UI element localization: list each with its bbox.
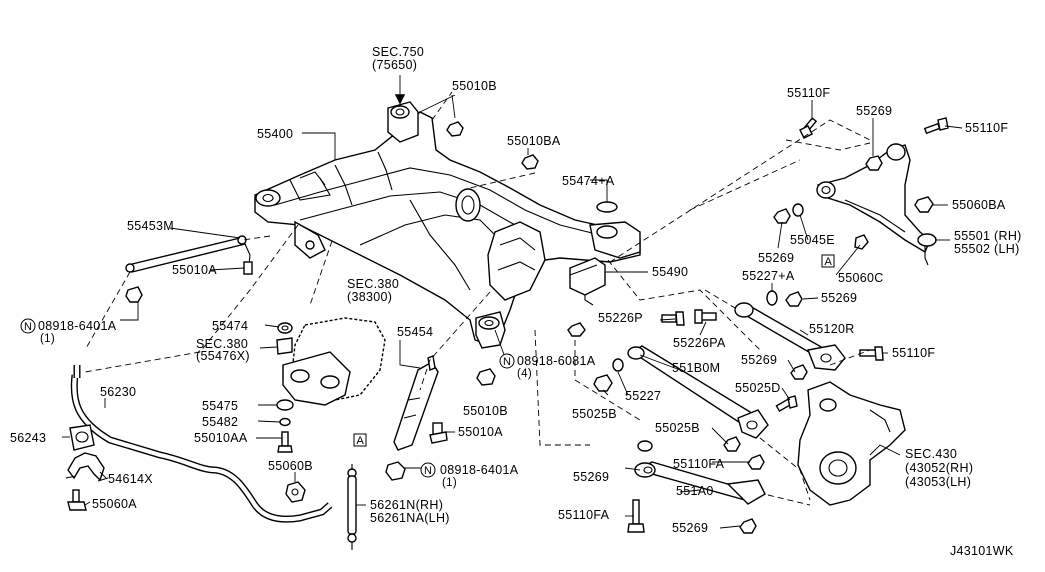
- label-55110F-right: 55110F: [965, 121, 1008, 135]
- label-56261NA: 56261NA(LH): [370, 511, 450, 525]
- label-56261N: 56261N(RH): [370, 498, 443, 512]
- rear-subframe: [254, 101, 641, 349]
- label-55120R: 55120R: [809, 322, 855, 336]
- label-55474: 55474: [212, 319, 248, 333]
- label-55060A: 55060A: [92, 497, 137, 511]
- label-08918-mid: 08918-6081A: [517, 354, 596, 368]
- label-55110FA-mid: 55110FA: [673, 457, 725, 471]
- label-55453M: 55453M: [127, 219, 174, 233]
- label-55060C: 55060C: [838, 271, 884, 285]
- label-sec380-sub: (38300): [347, 290, 392, 304]
- svg-text:A: A: [357, 435, 365, 447]
- stabilizer-link-56261N: [347, 464, 357, 550]
- differential-mount: [276, 317, 386, 453]
- diagram-id: J43101WK: [950, 544, 1014, 558]
- label-08918-bottom: 08918-6401A: [440, 463, 519, 477]
- assembly-dashed-lines: [84, 91, 871, 506]
- upper-arm-55501: [816, 143, 937, 266]
- label-55010A-left: 55010A: [172, 263, 217, 277]
- label-sec380b-sub: (55476X): [196, 349, 250, 363]
- label-55010AA: 55010AA: [194, 431, 248, 445]
- label-sec430-rh: (43052(RH): [905, 461, 973, 475]
- svg-text:A: A: [825, 256, 833, 268]
- stabilizer-bar-56230: [70, 365, 333, 523]
- label-55400: 55400: [257, 127, 293, 141]
- label-sec380: SEC.380: [347, 277, 399, 291]
- label-55025B-left: 55025B: [572, 407, 617, 421]
- label-55226PA: 55226PA: [673, 336, 726, 350]
- link-551B0M: [627, 345, 769, 439]
- label-55269-r3: 55269: [741, 353, 777, 367]
- label-55269-a: 55269: [573, 470, 609, 484]
- bolt-55060A: [67, 489, 87, 511]
- label-08918-bottom-qty: (1): [442, 477, 457, 489]
- part-labels: SEC.750 (75650) 55010B 55400 55010BA 554…: [10, 45, 1022, 558]
- nut-symbol-mid: N: [499, 353, 515, 369]
- bushing-56243: [69, 424, 95, 451]
- label-08918-left-qty: (1): [40, 333, 55, 345]
- reference-box-a-top: A: [821, 254, 835, 268]
- label-sec750: SEC.750: [372, 45, 424, 59]
- label-55045E: 55045E: [790, 233, 835, 247]
- label-55010BA: 55010BA: [507, 134, 561, 148]
- reference-box-a-bottom: A: [353, 433, 367, 447]
- nut-55060B: [285, 481, 306, 503]
- label-55269-bottom: 55269: [672, 521, 708, 535]
- nut-symbol-left: N: [20, 318, 36, 334]
- label-55269-top: 55269: [856, 104, 892, 118]
- label-sec430: SEC.430: [905, 447, 957, 461]
- label-55490: 55490: [652, 265, 688, 279]
- label-55501: 55501 (RH): [954, 229, 1022, 243]
- label-55482: 55482: [202, 415, 238, 429]
- label-55110F-low: 55110F: [892, 346, 935, 360]
- label-55227A: 55227+A: [742, 269, 795, 283]
- label-55060B: 55060B: [268, 459, 313, 473]
- label-551A0: 551A0: [676, 484, 714, 498]
- label-55025B-mid: 55025B: [655, 421, 700, 435]
- label-55269-mid: 55269: [758, 251, 794, 265]
- label-55454: 55454: [397, 325, 433, 339]
- damper-55490: [569, 257, 606, 306]
- label-55474A: 55474+A: [562, 174, 615, 188]
- label-sec430-lh: (43053(LH): [905, 475, 971, 489]
- label-55227: 55227: [625, 389, 661, 403]
- label-08918-mid-qty: (4): [517, 368, 532, 380]
- label-55226P: 55226P: [598, 311, 643, 325]
- label-55010A-mid: 55010A: [458, 425, 503, 439]
- svg-text:N: N: [424, 465, 432, 477]
- knuckle-sec430: [797, 381, 906, 506]
- label-55025D: 55025D: [735, 381, 781, 395]
- label-55475: 55475: [202, 399, 238, 413]
- link-551A0: [634, 461, 766, 505]
- label-55010B-bottom: 55010B: [463, 404, 508, 418]
- clamp-54614X: [65, 452, 109, 482]
- label-54614X: 54614X: [108, 472, 153, 486]
- label-55110F-top: 55110F: [787, 86, 830, 100]
- svg-text:N: N: [24, 321, 32, 333]
- label-56230: 56230: [100, 385, 136, 399]
- label-56243: 56243: [10, 431, 46, 445]
- label-55502: 55502 (LH): [954, 242, 1020, 256]
- svg-text:N: N: [503, 356, 511, 368]
- label-55060BA: 55060BA: [952, 198, 1006, 212]
- label-08918-left: 08918-6401A: [38, 319, 117, 333]
- nut-symbol-bottom: N: [420, 462, 436, 478]
- fasteners: [125, 117, 949, 534]
- label-55269-r2: 55269: [821, 291, 857, 305]
- label-sec380b: SEC.380: [196, 337, 248, 351]
- bracket-55454: [385, 355, 448, 481]
- leader-lines: [62, 75, 963, 529]
- label-55010B-top: 55010B: [452, 79, 497, 93]
- link-55120R: [734, 302, 846, 371]
- label-55110FA-bottom: 55110FA: [558, 508, 610, 522]
- label-sec750-sub: (75650): [372, 58, 417, 72]
- label-551B0M: 551B0M: [672, 361, 720, 375]
